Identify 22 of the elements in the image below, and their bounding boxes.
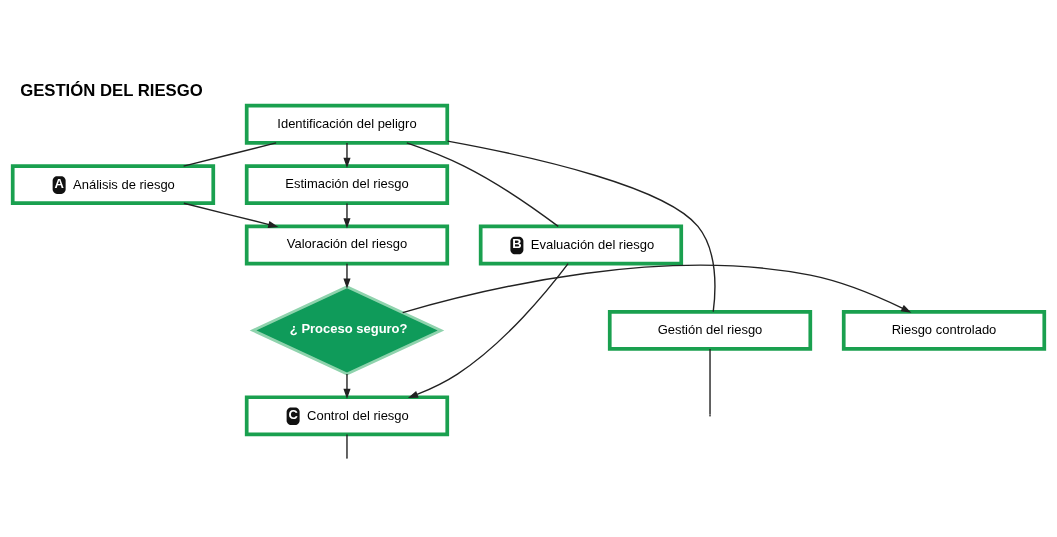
connector <box>346 433 348 458</box>
diagram-title: GESTIÓN DEL RIESGO <box>20 80 203 100</box>
connector <box>406 141 559 227</box>
node-box: Estimación del riesgo <box>244 163 450 205</box>
arrow <box>343 262 351 289</box>
arrow <box>183 202 279 228</box>
node-box: Riesgo controlado <box>841 309 1047 351</box>
arrow <box>343 202 351 228</box>
node-diamond: ¿ Proceso seguro? <box>249 284 445 376</box>
connector <box>709 347 711 415</box>
node-box: A Análisis de riesgo <box>10 163 216 205</box>
connector <box>182 141 277 167</box>
node-box: C Control del riesgo <box>244 394 450 436</box>
arrow <box>343 372 351 399</box>
connector <box>446 139 716 312</box>
node-box: Identificación del peligro <box>244 103 450 145</box>
arrow <box>343 141 351 168</box>
arrow <box>407 262 569 398</box>
node-box: B Evaluación del riesgo <box>478 224 684 265</box>
arrow <box>402 264 912 313</box>
node-box: Valoración del riesgo <box>244 224 450 265</box>
node-box: Gestión del riesgo <box>607 309 813 351</box>
